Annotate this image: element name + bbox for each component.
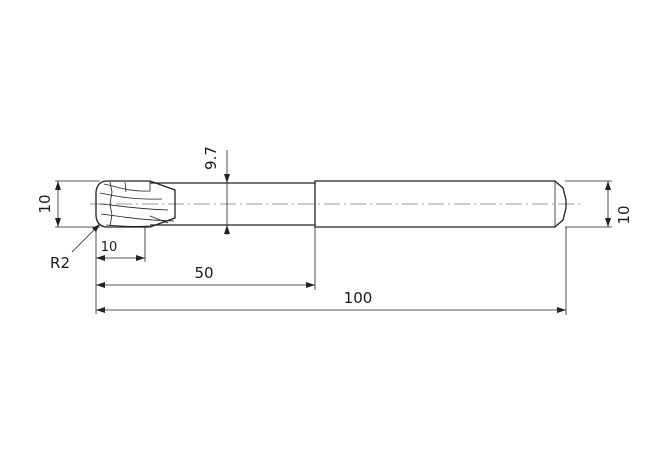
head-diameter-dimension: 10	[36, 180, 100, 228]
overall-length-dimension: 100	[96, 227, 567, 315]
flute-length-dimension: 10	[95, 227, 146, 314]
shank-outline	[314, 180, 567, 228]
flute-length-label: 10	[101, 240, 118, 255]
neck-length-dimension: 50	[96, 227, 316, 290]
corner-radius-label: R2	[50, 254, 70, 272]
shank-diameter-dimension: 10	[565, 180, 633, 228]
neck-diameter-label: 9.7	[202, 146, 220, 170]
cutting-flutes	[99, 181, 175, 227]
tool-body	[95, 180, 567, 228]
cutting-head-outline	[95, 180, 176, 228]
neck	[150, 182, 315, 226]
corner-radius-callout: R2	[50, 223, 101, 272]
neck-diameter-dimension: 9.7	[202, 146, 230, 235]
neck-length-label: 50	[194, 264, 213, 282]
shank-diameter-label: 10	[615, 205, 633, 224]
head-diameter-label: 10	[36, 194, 54, 213]
overall-length-label: 100	[344, 289, 373, 307]
